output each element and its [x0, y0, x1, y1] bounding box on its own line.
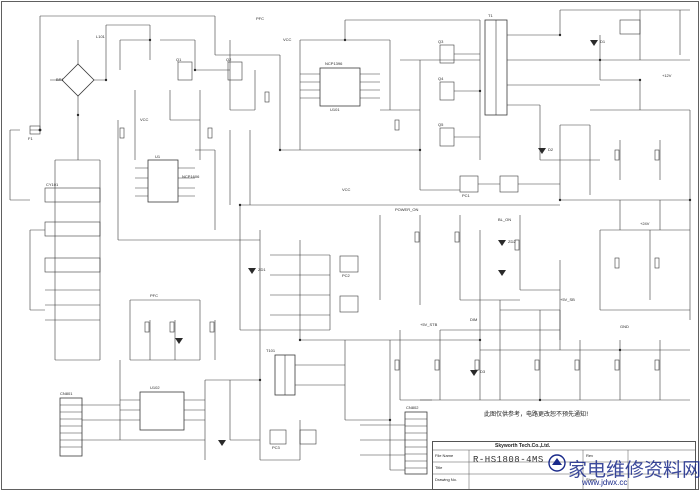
label-24v: +24V: [640, 221, 650, 226]
label-d3: D3: [480, 369, 486, 374]
label-t1: T1: [488, 13, 493, 18]
label-q1: Q1: [176, 57, 182, 62]
label-12v: +12V: [662, 73, 672, 78]
label-u101: U101: [330, 107, 340, 112]
title-block: Skyworth Tech.Co.,Ltd. File Name Title D…: [432, 441, 696, 490]
field-rev: Rev: [586, 453, 594, 458]
label-vcc-3: VCC: [342, 187, 351, 192]
label-zd2: ZD2: [508, 239, 516, 244]
label-cy101: CY101: [46, 182, 59, 187]
label-zd1: ZD1: [258, 267, 266, 272]
label-vcc-2: VCC: [283, 37, 292, 42]
label-cn802: CN802: [406, 405, 419, 410]
label-vcc-1: VCC: [140, 117, 149, 122]
label-q3: Q3: [438, 39, 444, 44]
model-number: R-HS1808-4MS: [473, 455, 544, 465]
label-d2: D2: [548, 147, 554, 152]
label-dim: DIM: [470, 317, 478, 322]
label-pc2: PC2: [342, 273, 350, 278]
label-bridge: BR1: [56, 77, 64, 82]
label-5vstb: +5V_STB: [420, 322, 438, 327]
label-power-on: POWER_ON: [395, 207, 419, 212]
label-q2: Q2: [226, 57, 232, 62]
label-ic2: NCP1396: [325, 61, 343, 66]
label-u1: U1: [155, 154, 161, 159]
label-fuse: F1: [28, 136, 33, 141]
watermark-url: www.jdwx.cc: [582, 478, 628, 487]
label-l101: L101: [96, 34, 105, 39]
label-ic1: NCP1606: [182, 174, 200, 179]
label-cn801: CN801: [60, 391, 73, 396]
watermark-logo-icon: [548, 454, 566, 472]
label-pc1: PC1: [462, 193, 470, 198]
label-pc3: PC3: [272, 445, 280, 450]
title-block-grid: [433, 449, 695, 489]
label-u102: U102: [150, 385, 160, 390]
disclaimer-note: 此图仅供参考，电路更改恕不预先通知!: [484, 411, 589, 418]
field-sheet: Sheet: [586, 477, 597, 482]
field-title: Title: [435, 465, 443, 470]
label-q5: Q5: [438, 122, 444, 127]
label-q4: Q4: [438, 76, 444, 81]
label-bl-on: BL_ON: [498, 217, 512, 222]
label-pfc-mid: PFC: [150, 293, 158, 298]
field-file-name: File Name: [435, 453, 454, 458]
company-name: Skyworth Tech.Co.,Ltd.: [495, 443, 551, 449]
label-d1: D1: [600, 39, 606, 44]
field-drawing-no: Drawing No.: [435, 477, 458, 482]
label-gnd: GND: [620, 324, 629, 329]
label-t101: T101: [266, 348, 276, 353]
label-5vsb: +5V_SB: [560, 297, 575, 302]
label-pfc-top: PFC: [256, 16, 264, 21]
watermark-text: 家电维修资料网: [568, 459, 700, 481]
